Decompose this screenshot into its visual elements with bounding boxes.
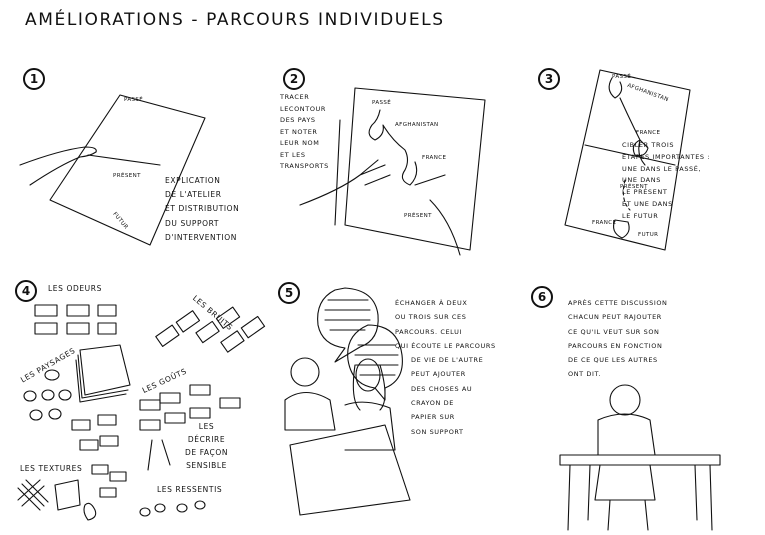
label-france-2: FRANCE (592, 220, 617, 226)
step-6-text: APRÈS CETTE DISCUSSION CHACUN PEUT RAJOU… (568, 299, 668, 379)
panel-3-drawing (564, 69, 691, 251)
step-1-number: 1 (23, 68, 45, 90)
label-present: PRÉSENT (113, 173, 141, 179)
step-6-number: 6 (531, 286, 553, 308)
label-futur: FUTUR (638, 232, 659, 238)
panel-1-drawing (19, 94, 206, 246)
label-france: FRANCE (422, 155, 447, 161)
label-les-textures: LES TEXTURES (20, 464, 83, 473)
step-5-number: 5 (278, 282, 300, 304)
label-afghanistan: AFGHANISTAN (395, 122, 439, 128)
label-present: PRÉSENT (620, 184, 648, 190)
page-title: AMÉLIORATIONS - PARCOURS INDIVIDUELS (25, 10, 445, 30)
panel-5-drawing (284, 287, 411, 516)
label-france: FRANCE (636, 130, 661, 136)
step-4-number: 4 (15, 280, 37, 302)
step-3-number: 3 (538, 68, 560, 90)
label-passe: PASSÉ (124, 97, 144, 103)
label-les-odeurs: LES ODEURS (48, 284, 102, 293)
label-present: PRÉSENT (404, 213, 432, 219)
panel-4-drawing (17, 304, 266, 521)
label-les-ressentis: LES RESSENTIS (157, 485, 223, 494)
panel-6-drawing (559, 384, 721, 531)
label-decrire-sensible: LES DÉCRIRE DE FAÇON SENSIBLE (185, 422, 229, 470)
step-2-text: TRACER LECONTOUR DES PAYS ET NOTER LEUR … (280, 93, 329, 170)
label-passe: PASSÉ (612, 74, 632, 80)
label-passe: PASSÉ (372, 100, 392, 106)
step-3-text: CIBLER TROIS ÉTAPES IMPORTANTES : UNE DA… (622, 141, 711, 220)
step-5-text: ÉCHANGER À DEUX OU TROIS SUR CES PARCOUR… (395, 299, 496, 436)
step-2-number: 2 (283, 68, 305, 90)
step-1-text: EXPLICATION DE L'ATELIER ET DISTRIBUTION… (165, 176, 240, 242)
panel-2-drawing (299, 87, 486, 256)
